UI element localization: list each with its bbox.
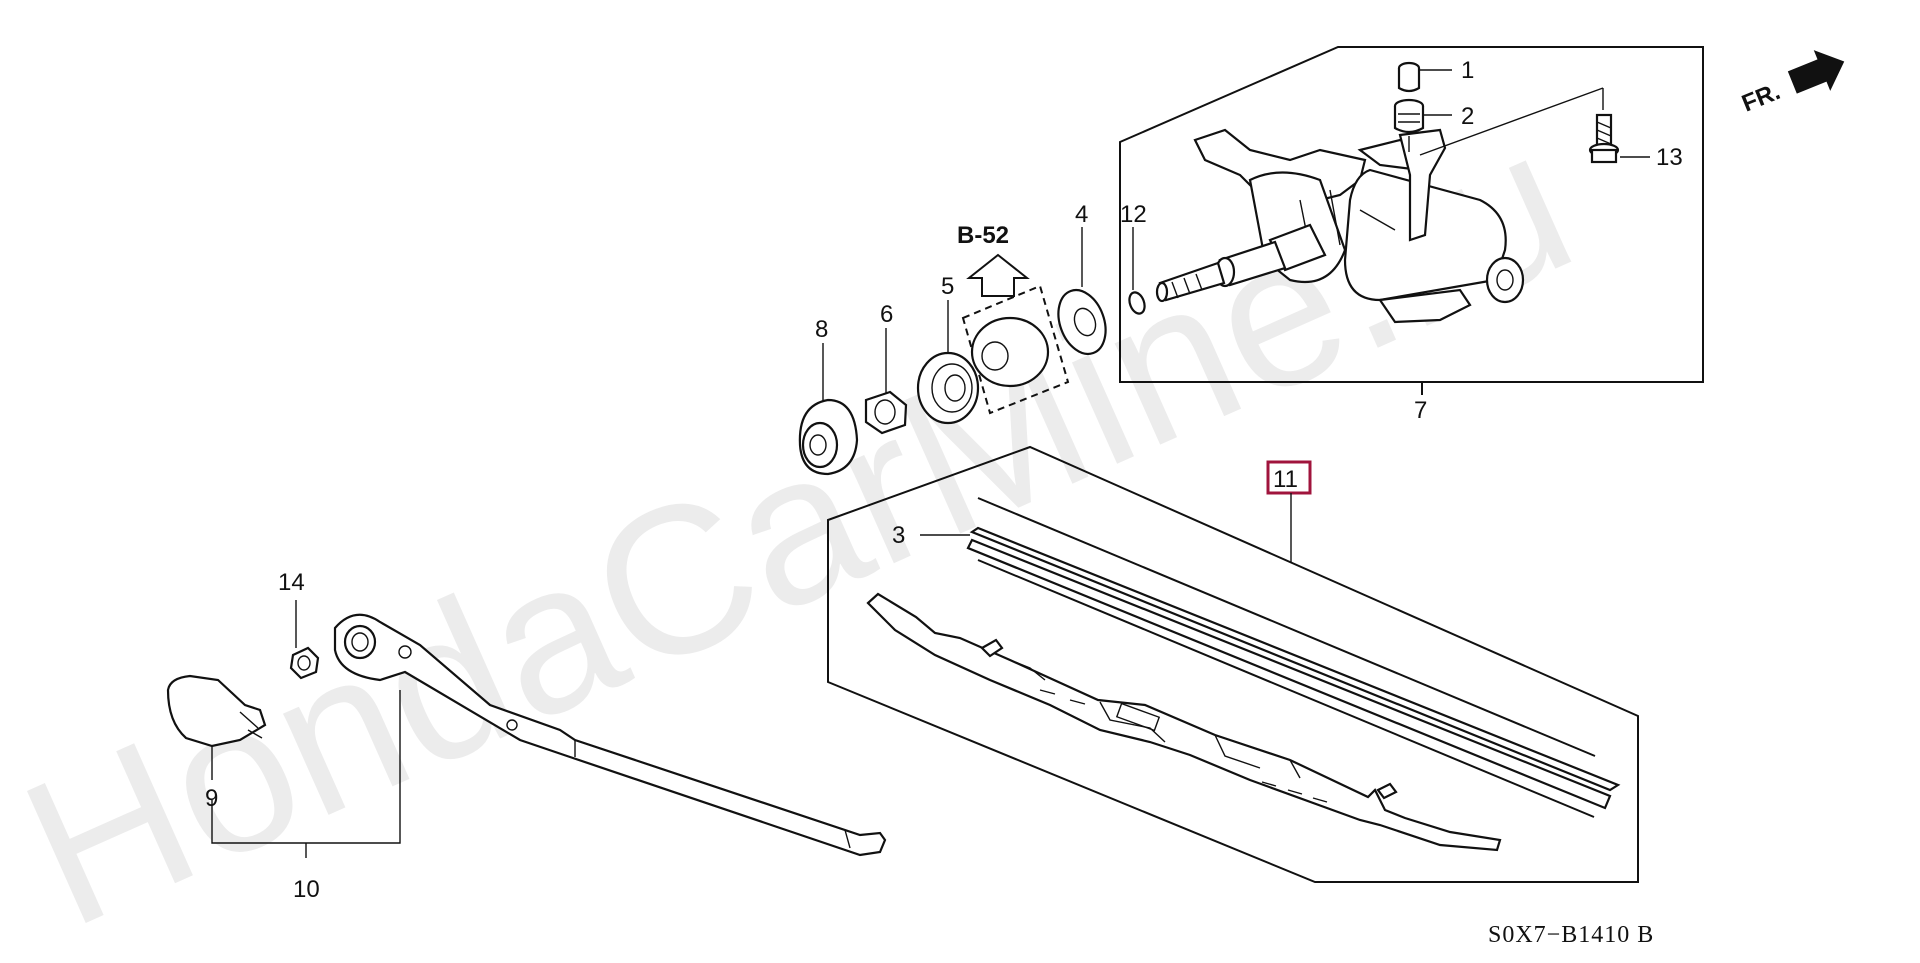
callout-13: 13 [1656,144,1683,171]
wiper-motor [1155,128,1525,324]
callout-5: 5 [941,273,954,300]
callout-1: 1 [1461,57,1474,84]
blade-rubber-part-3 [920,497,1621,818]
nut-part-14 [289,600,320,680]
callout-10: 10 [293,876,320,903]
cap-part-8 [798,343,859,476]
front-direction-label: FR. [1738,78,1784,118]
blade-frame [866,592,1502,852]
highlight-box-part-11 [1266,460,1312,495]
screw-part-13 [1588,113,1650,164]
wiper-blade-group [827,445,1639,883]
cap-part-1 [1397,61,1452,93]
washer-part-4 [1057,227,1107,356]
callout-11: 11 [1273,466,1298,493]
arrow-up-outline-icon [966,253,1030,297]
cover-part-9 [166,674,267,780]
callout-3: 3 [892,522,905,549]
arrow-right-icon [1787,50,1845,94]
diagram-code: S0X7−B1410 B [1488,922,1654,948]
bearing-part-5 [916,300,980,425]
callout-2: 2 [1461,103,1474,130]
callout-7: 7 [1414,397,1427,424]
front-direction-marker: FR. [1738,50,1845,118]
callout-14: 14 [278,569,305,596]
nut-part-6 [864,328,908,435]
callout-12: 12 [1120,201,1147,228]
bushing-outline [970,316,1050,388]
callout-4: 4 [1075,201,1088,228]
ring-part-12 [1128,227,1146,315]
callout-6: 6 [880,301,893,328]
callout-9: 9 [205,785,218,812]
reference-label: B-52 [957,222,1009,249]
callout-8: 8 [815,316,828,343]
grommet-part-2 [1393,98,1452,134]
callout-labels: 1 2 3 4 5 6 7 8 9 10 11 12 13 14 [205,57,1683,903]
motor-assembly-group [1119,46,1704,395]
wiper-arm-assembly [166,600,887,858]
